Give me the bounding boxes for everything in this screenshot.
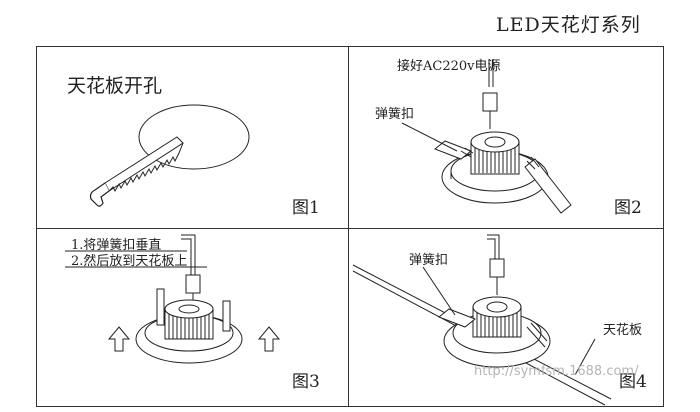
figure-label-1: 图1 <box>292 198 320 218</box>
step-2-label: 2.然后放到天花板上 <box>71 254 188 269</box>
panel-connect-power: 接好AC220v电源 弹簧扣 图2 <box>348 46 664 229</box>
step-1-label: 1.将弹簧扣垂直 <box>71 238 162 253</box>
downlight-installed-illustration <box>352 234 612 406</box>
downlight-insert-illustration <box>65 234 281 364</box>
watermark: http://symfsm.1688.com/ <box>474 364 639 379</box>
figure-label-4: 图4 <box>619 372 647 392</box>
spring-clip-label: 弹簧扣 <box>375 107 415 122</box>
power-label: 接好AC220v电源 <box>397 59 501 74</box>
saw-illustration <box>89 104 250 207</box>
ceiling-hole-caption: 天花板开孔 <box>67 75 163 97</box>
ceiling-label: 天花板 <box>603 323 643 338</box>
panel-installed: 弹簧扣 天花板 图4 <box>348 228 664 407</box>
figure-label-3: 图3 <box>292 372 320 392</box>
figure-label-2: 图2 <box>614 198 642 218</box>
spring-clip-label-2: 弹簧扣 <box>409 253 449 268</box>
downlight-illustration <box>401 59 572 214</box>
page-title: LED天花灯系列 <box>496 14 641 36</box>
panel-insert-light: 1.将弹簧扣垂直 2.然后放到天花板上 图3 <box>36 228 349 407</box>
panel-ceiling-hole: 天花板开孔 图1 <box>36 46 349 229</box>
